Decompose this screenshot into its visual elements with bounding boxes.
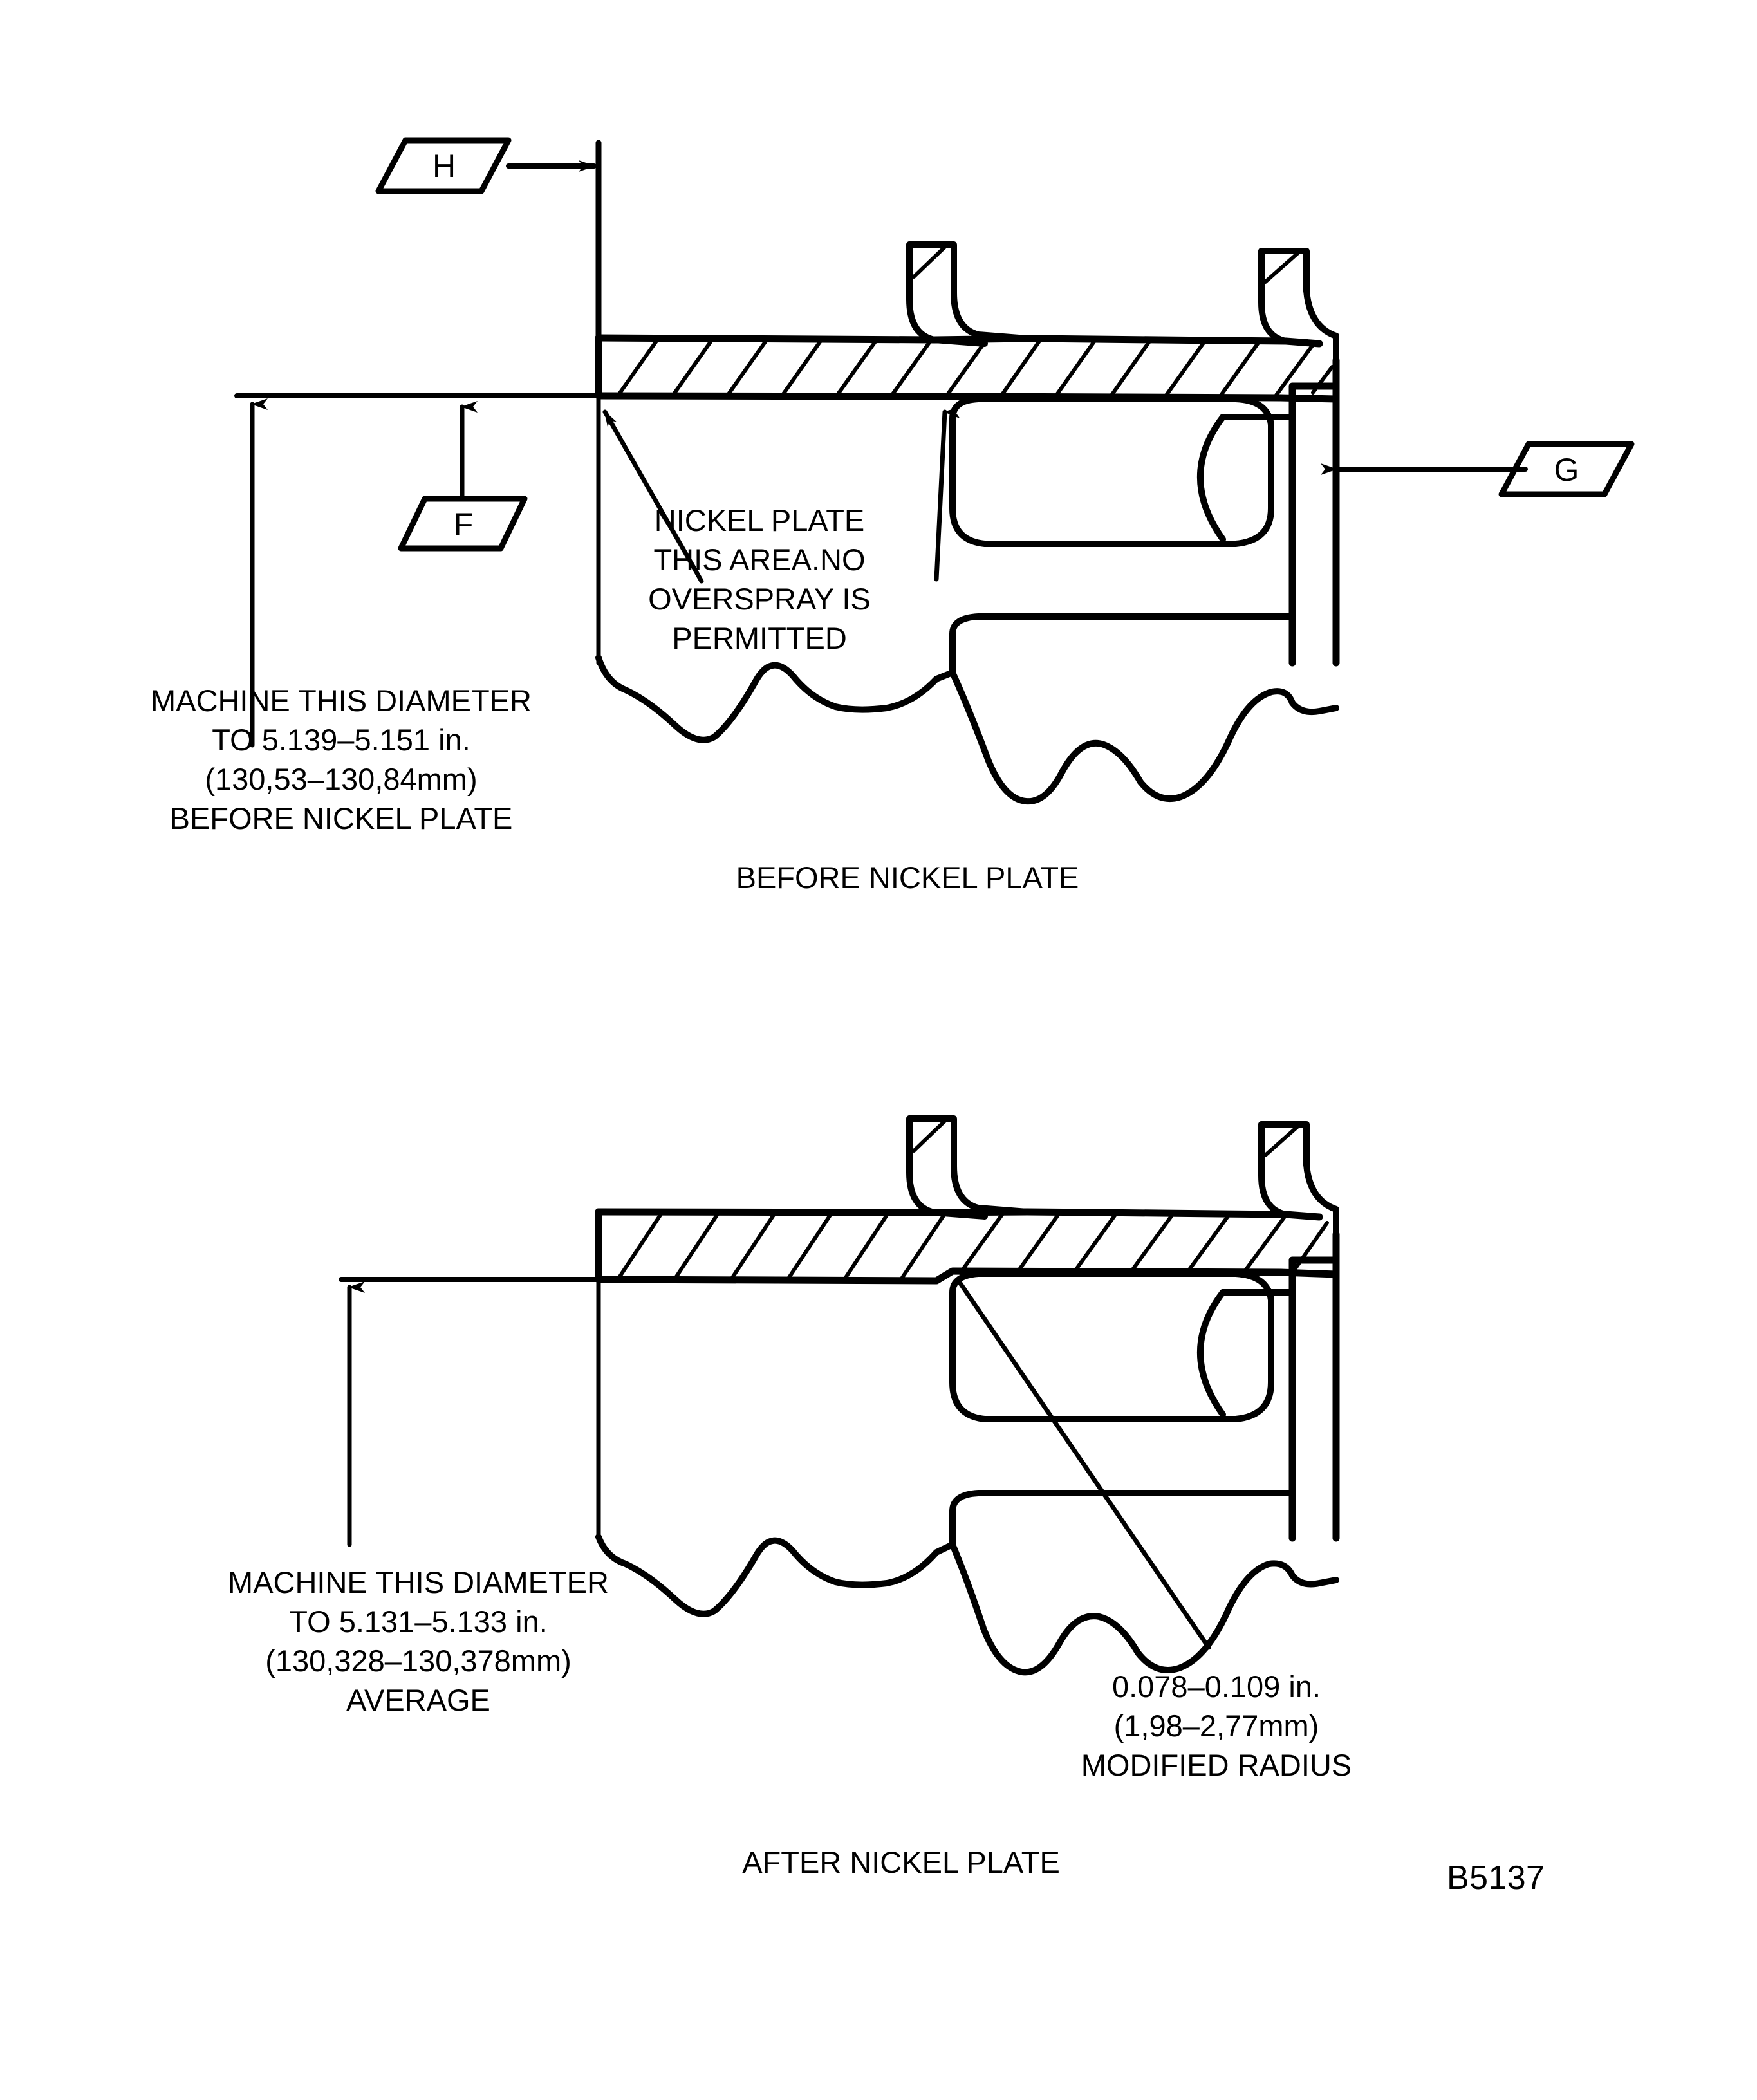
rib-left-upper (906, 241, 988, 347)
flag-f-letter: F (453, 506, 474, 543)
before-diameter-note: MACHINE THIS DIAMETER TO 5.139–5.151 in.… (64, 681, 618, 838)
nickel-plate-note-line-4: PERMITTED (672, 621, 847, 656)
break-line-right-upper (949, 669, 1296, 805)
cavity-pocket-lower (949, 1270, 1274, 1422)
break-line-left-lower (595, 1534, 956, 1617)
nickel-plate-note: NICKEL PLATE THIS AREA.NO OVERSPRAY IS P… (599, 501, 920, 658)
modified-radius-note-line-3: MODIFIED RADIUS (1081, 1748, 1352, 1783)
nickel-plate-note-line-2: THIS AREA.NO (653, 543, 866, 577)
arc-right-lower (1197, 1289, 1226, 1418)
after-diameter-note-line-4: AVERAGE (346, 1683, 490, 1718)
nickel-plate-note-line-1: NICKEL PLATE (654, 503, 865, 537)
rib-right-lower (1258, 1121, 1323, 1220)
modified-radius-note-line-2: (1,98–2,77mm) (1113, 1709, 1319, 1743)
flag-h-letter: H (432, 148, 456, 184)
after-diameter-note-line-2: TO 5.131–5.133 in. (289, 1604, 548, 1639)
modified-radius-note: 0.078–0.109 in. (1,98–2,77mm) MODIFIED R… (1004, 1667, 1429, 1785)
before-diameter-note-line-3: (130,53–130,84mm) (205, 762, 478, 797)
lower-chamber-lower-fig (949, 1490, 1296, 1514)
figure-caption-after-text: AFTER NICKEL PLATE (742, 1845, 1060, 1879)
figure-caption-after: AFTER NICKEL PLATE (579, 1843, 1223, 1882)
rib-right-upper (1258, 248, 1323, 347)
part-wall-top-outline (595, 334, 1323, 348)
arc-right-upper (1197, 414, 1226, 543)
before-diameter-note-line-2: TO 5.139–5.151 in. (212, 723, 470, 757)
leader-modified-radius (955, 1266, 1211, 1650)
break-line-right-lower (949, 1541, 1296, 1676)
rib-left-lower (906, 1115, 988, 1220)
figure-before-nickel-plate (234, 137, 1635, 805)
after-diameter-note-line-3: (130,328–130,378mm) (265, 1644, 572, 1678)
figure-after-nickel-plate (339, 1115, 1340, 1676)
part-wall-bottom-outline-lower (595, 1267, 1340, 1285)
break-line-left-upper (595, 655, 956, 743)
drawing-reference-number: B5137 (1447, 1859, 1545, 1897)
figure-caption-before-text: BEFORE NICKEL PLATE (736, 860, 1079, 895)
lower-chamber-upper-fig (949, 613, 1296, 637)
part-wall-top-outline-lower (595, 1208, 1323, 1221)
modified-radius-note-line-1: 0.078–0.109 in. (1111, 1669, 1321, 1704)
section-hatching-upper (616, 337, 1334, 400)
leader-plate-left (602, 409, 704, 584)
after-diameter-note-line-1: MACHINE THIS DIAMETER (228, 1565, 609, 1599)
flag-g (1321, 441, 1635, 497)
leader-plate-right (934, 407, 961, 582)
right-flange-lower (1288, 1231, 1340, 1542)
right-flange-upper (1288, 357, 1340, 667)
before-diameter-note-line-1: MACHINE THIS DIAMETER (151, 683, 532, 718)
cavity-pocket-upper (949, 396, 1274, 547)
flag-f (398, 401, 528, 552)
before-diameter-note-line-4: BEFORE NICKEL PLATE (169, 801, 513, 836)
flag-h (375, 137, 597, 194)
figure-caption-before: BEFORE NICKEL PLATE (586, 858, 1229, 897)
nickel-plate-note-line-3: OVERSPRAY IS (648, 582, 871, 617)
after-diameter-note: MACHINE THIS DIAMETER TO 5.131–5.133 in.… (142, 1563, 695, 1720)
flag-g-letter: G (1554, 452, 1579, 488)
